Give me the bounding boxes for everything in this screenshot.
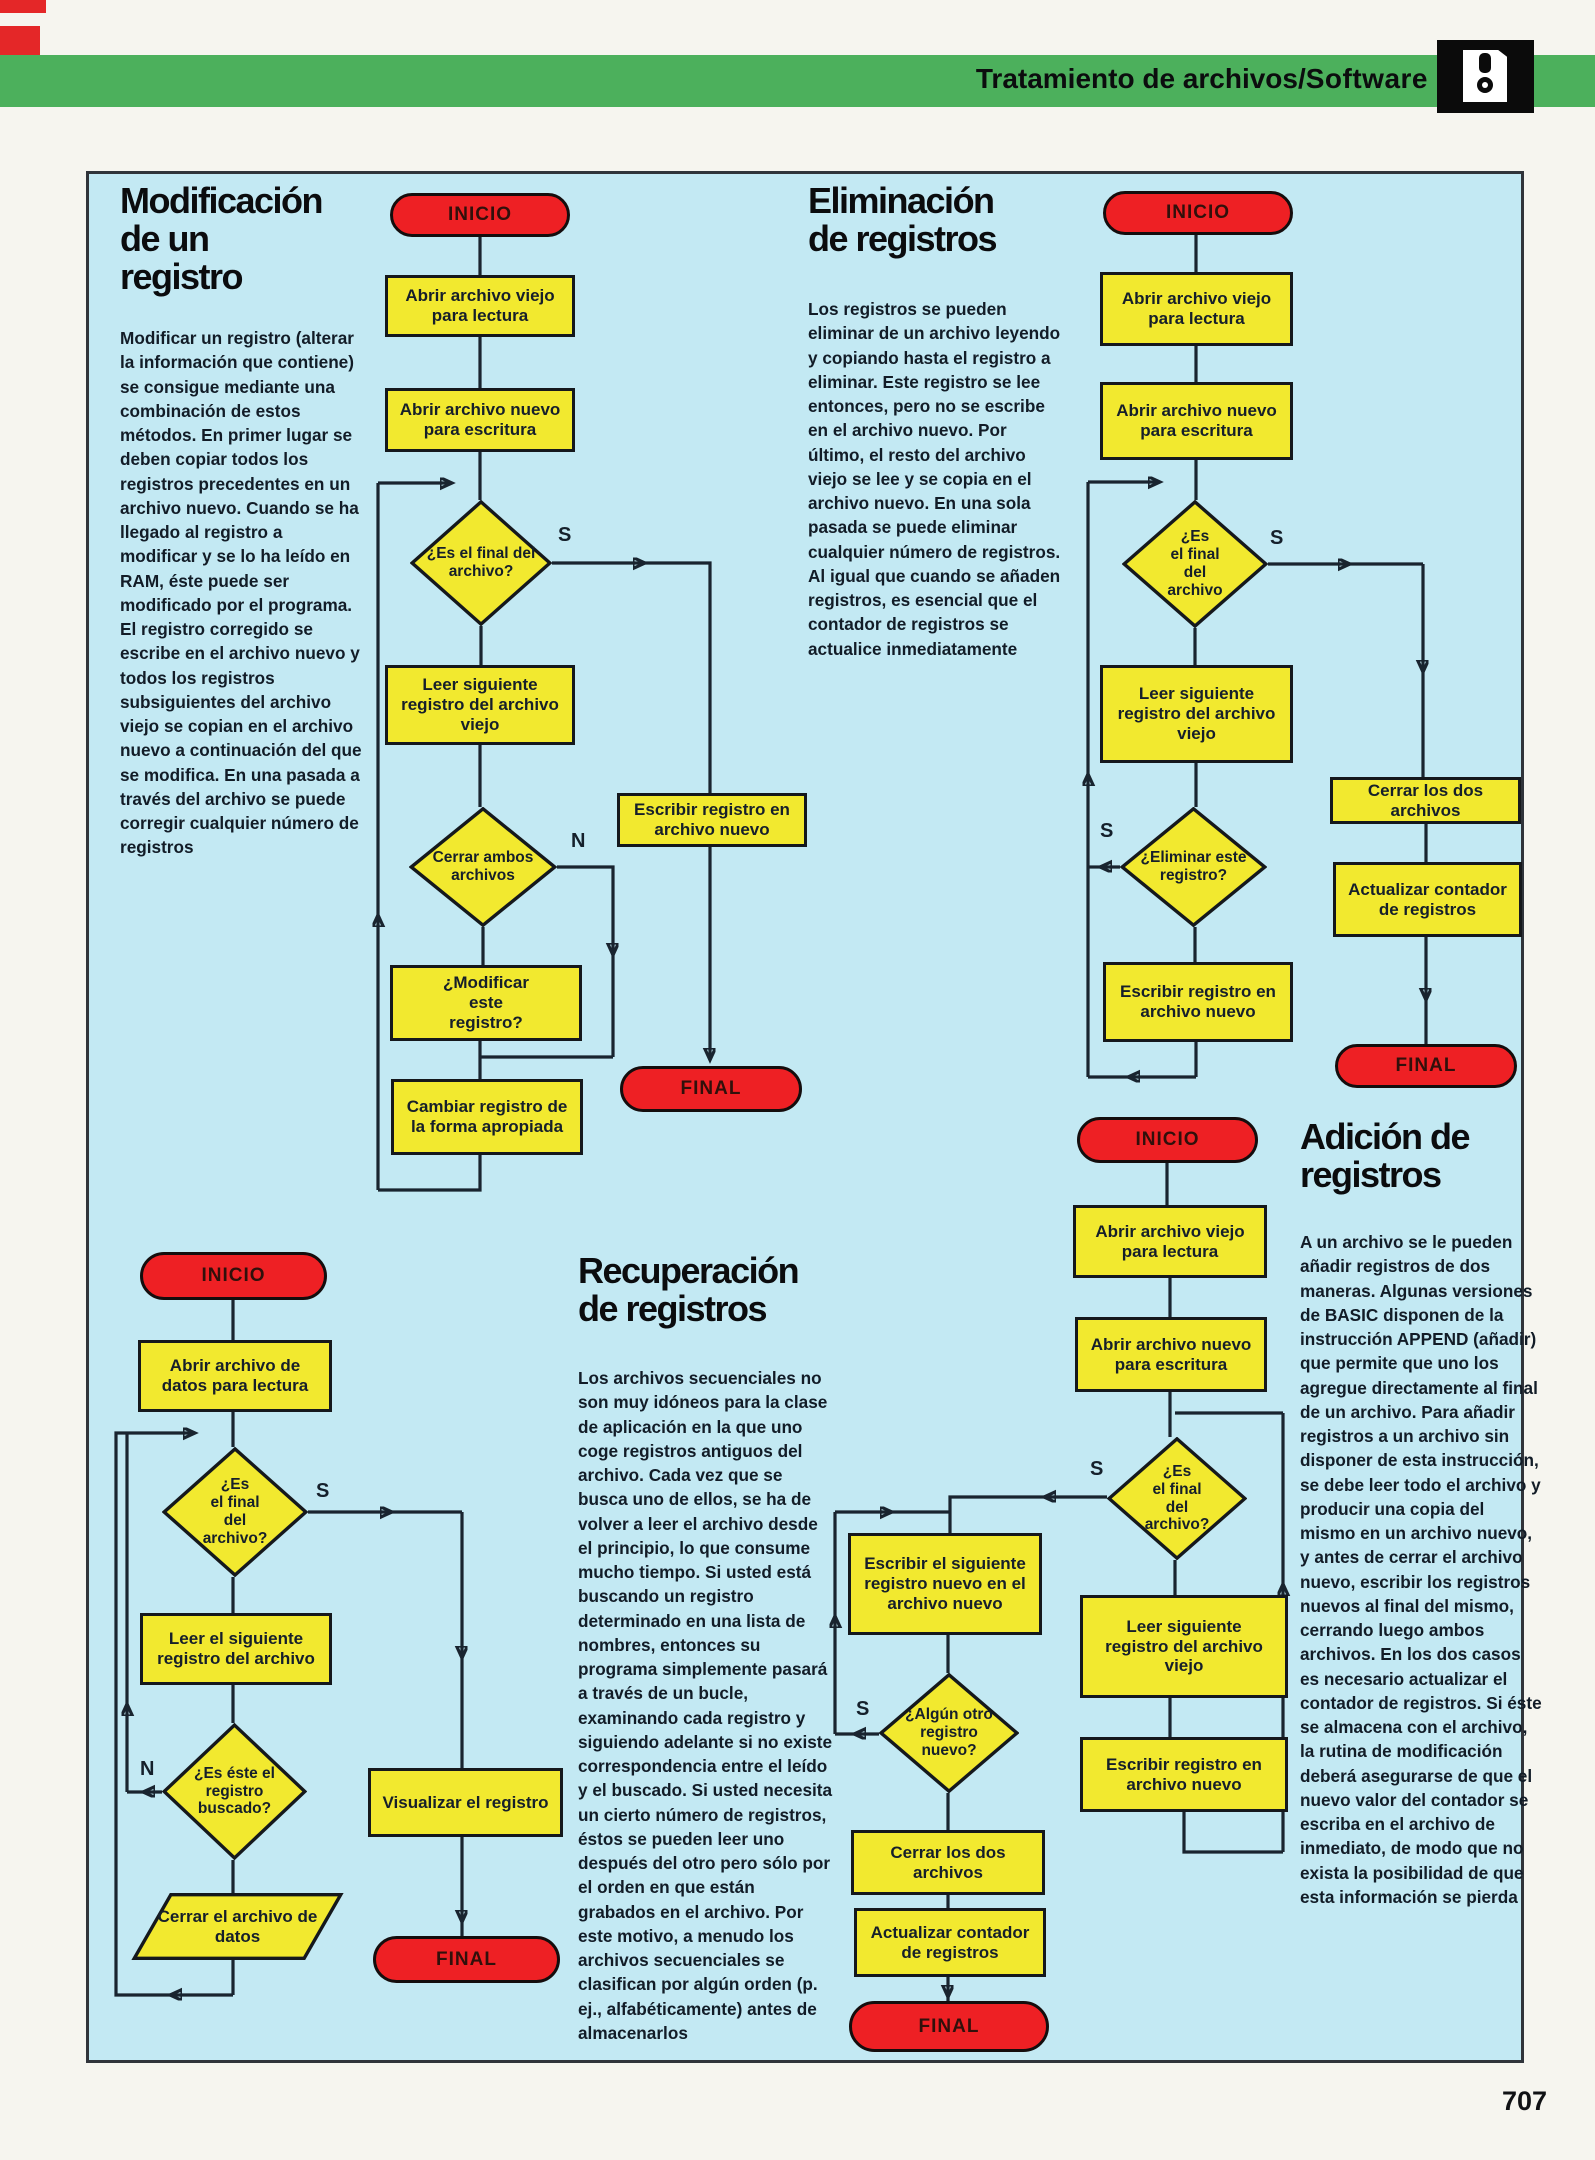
print-registration-mark (0, 0, 46, 13)
fc4-open-data-file-box: Abrir archivo de datos para lectura (138, 1340, 332, 1412)
fc1-close-both-decision: Cerrar ambos archivos (409, 807, 557, 927)
fc4-no-branch-label: N (140, 1758, 155, 1780)
fc1-change-record-box: Cambiar registro de la forma apropiada (391, 1079, 583, 1155)
fc4-record-found-decision: ¿Es éste el registro buscado? (162, 1723, 307, 1860)
fc1-modify-box: ¿Modificar este registro? (390, 965, 582, 1041)
fc3-more-records-label: ¿Algún otro registro nuevo? (905, 1706, 993, 1759)
fc2-open-new-file-box: Abrir archivo nuevo para escritura (1100, 382, 1293, 460)
fc2-end-terminator: FINAL (1335, 1044, 1517, 1088)
floppy-hub (1477, 77, 1493, 93)
page-number: 707 (1502, 2086, 1548, 2116)
fc3-yes-branch-label: S (1090, 1458, 1104, 1480)
section-title-recuperacion: Recuperación de registros (578, 1250, 800, 1330)
floppy-disk-icon (1463, 50, 1507, 102)
section-body-adicion: A un archivo se le pueden añadir registr… (1300, 1232, 1542, 1907)
fc1-end-terminator: FINAL (620, 1066, 802, 1112)
section-title-eliminacion: Eliminación de registros (808, 180, 998, 260)
floppy-slot (1479, 53, 1491, 73)
fc4-eof-label: ¿Es el final del archivo? (202, 1476, 268, 1547)
fc4-close-data-file-label: Cerrar el archivo de datos (157, 1906, 318, 1946)
fc2-start-terminator: INICIO (1103, 191, 1293, 235)
fc3-yes-loop-branch-label: S (856, 1698, 870, 1720)
fc1-close-both-label: Cerrar ambos archivos (432, 849, 534, 884)
fc1-read-next-box: Leer siguiente registro del archivo viej… (385, 665, 575, 745)
fc2-eof-label: ¿Es el final del archivo (1167, 528, 1223, 599)
fc2-open-old-file-box: Abrir archivo viejo para lectura (1100, 272, 1293, 346)
header-title-bold: Software (1305, 63, 1428, 94)
fc3-eof-decision: ¿Es el final del archivo? (1107, 1437, 1247, 1560)
fc1-eof-decision: ¿Es el final del archivo? (410, 500, 552, 626)
fc3-start-terminator: INICIO (1077, 1117, 1258, 1163)
section-body-modificacion: Modificar un registro (alterar la inform… (120, 328, 362, 858)
header-title-prefix: Tratamiento de archivos/ (975, 63, 1306, 94)
fc1-start-terminator: INICIO (390, 193, 570, 237)
fc1-open-old-file-box: Abrir archivo viejo para lectura (385, 275, 575, 337)
fc4-end-terminator: FINAL (373, 1936, 560, 1983)
fc3-read-next-box: Leer siguiente registro del archivo viej… (1080, 1595, 1288, 1698)
fc3-open-old-file-box: Abrir archivo viejo para lectura (1073, 1205, 1267, 1278)
header-band (0, 55, 1595, 107)
fc3-write-new-record-box: Escribir el siguiente registro nuevo en … (848, 1533, 1042, 1635)
fc4-yes-branch-label: S (316, 1480, 330, 1502)
fc3-eof-label: ¿Es el final del archivo? (1144, 1462, 1210, 1534)
section-body-recuperacion: Los archivos secuenciales no son muy idó… (578, 1368, 833, 2043)
fc1-write-record-box: Escribir registro en archivo nuevo (617, 793, 807, 847)
fc3-end-terminator: FINAL (849, 2001, 1049, 2052)
fc2-delete-decision: ¿Eliminar este registro? (1120, 807, 1267, 927)
section-badge (1437, 40, 1534, 113)
fc3-write-record-box: Escribir registro en archivo nuevo (1080, 1737, 1288, 1812)
section-body-eliminacion: Los registros se pueden eliminar de un a… (808, 299, 1061, 659)
section-title-adicion: Adición de registros (1300, 1116, 1471, 1196)
fc2-delete-label: ¿Eliminar este registro? (1140, 849, 1247, 884)
fc4-close-data-file-parallelogram: Cerrar el archivo de datos (130, 1893, 345, 1960)
fc2-update-counter-box: Actualizar contador de registros (1333, 862, 1522, 937)
section-title-modificacion: Modificación de un registro (120, 180, 324, 298)
fc2-read-next-box: Leer siguiente registro del archivo viej… (1100, 665, 1293, 763)
print-registration-mark (0, 26, 40, 60)
header-title: Tratamiento de archivos/Software (976, 63, 1428, 95)
fc2-yes-branch-label: S (1270, 527, 1284, 549)
fc3-close-files-box: Cerrar los dos archivos (851, 1830, 1045, 1895)
fc4-start-terminator: INICIO (140, 1252, 327, 1300)
fc1-yes-branch-label: S (558, 524, 572, 546)
fc3-more-records-decision: ¿Algún otro registro nuevo? (879, 1673, 1019, 1793)
fc2-yes-left-branch-label: S (1100, 820, 1114, 842)
fc4-read-next-box: Leer el siguiente registro del archivo (140, 1613, 332, 1685)
fc2-eof-decision: ¿Es el final del archivo (1122, 500, 1268, 628)
fc3-update-counter-box: Actualizar contador de registros (854, 1908, 1046, 1977)
floppy-hub-hole (1482, 82, 1488, 88)
fc4-eof-decision: ¿Es el final del archivo? (162, 1447, 308, 1577)
fc1-no-branch-label: N (571, 830, 586, 852)
fc2-close-files-box: Cerrar los dos archivos (1330, 777, 1521, 824)
fc4-record-found-label: ¿Es éste el registro buscado? (194, 1764, 275, 1818)
fc3-open-new-file-box: Abrir archivo nuevo para escritura (1075, 1317, 1267, 1392)
fc4-display-record-box: Visualizar el registro (368, 1768, 563, 1837)
fc1-open-new-file-box: Abrir archivo nuevo para escritura (385, 388, 575, 452)
fc1-eof-label: ¿Es el final del archivo? (426, 545, 536, 580)
fc2-write-record-box: Escribir registro en archivo nuevo (1103, 962, 1293, 1042)
